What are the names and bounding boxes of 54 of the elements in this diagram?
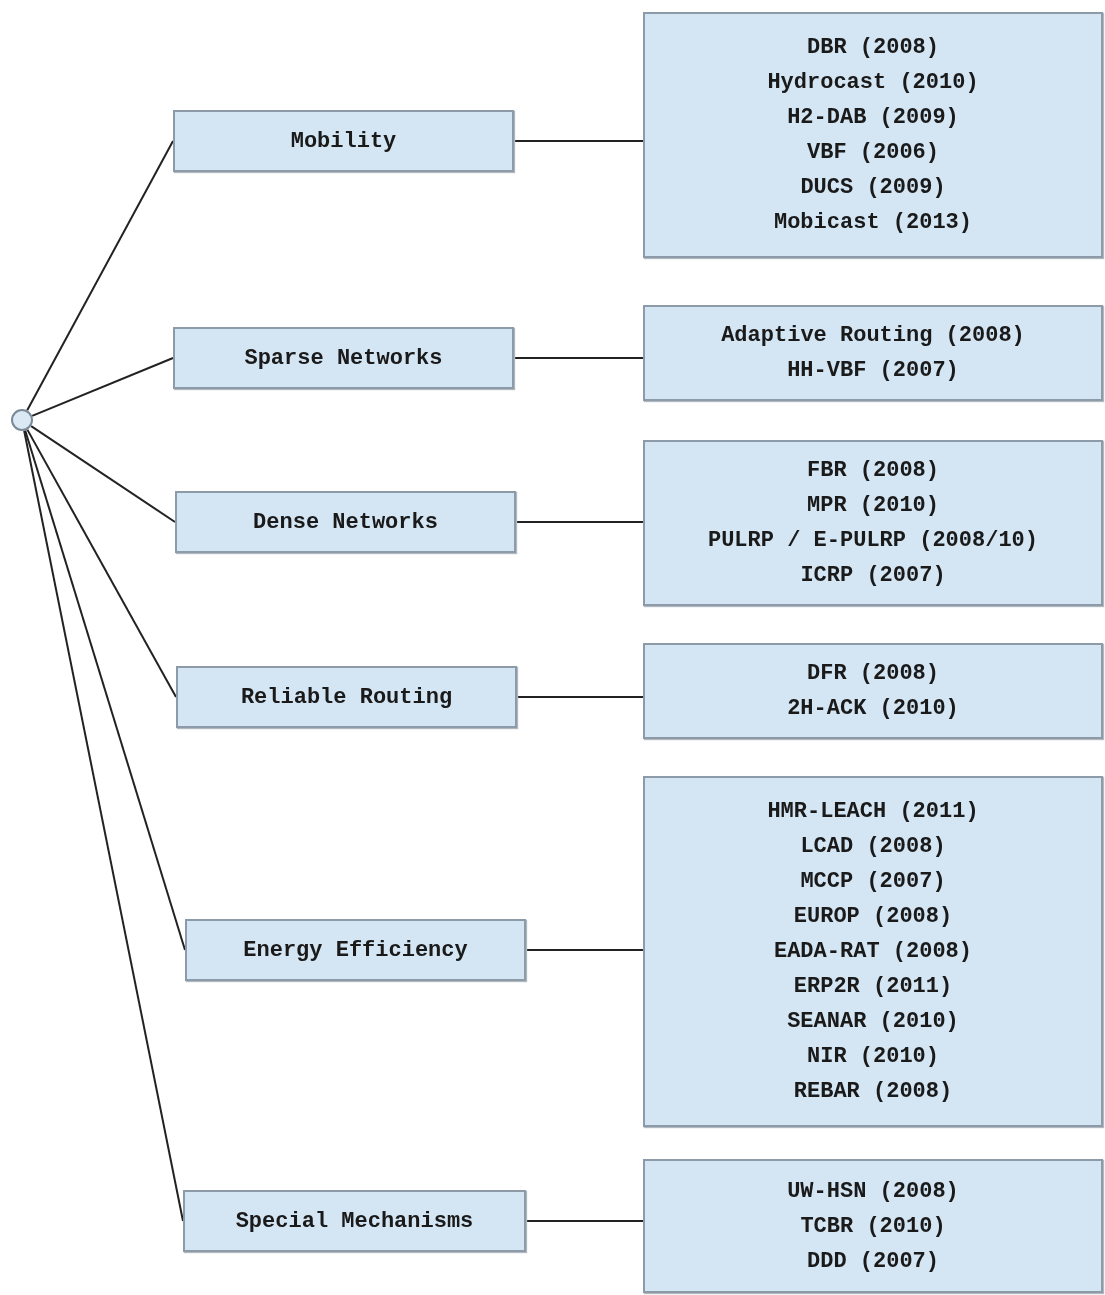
protocol-entry: EADA-RAT (2008) [773,938,972,966]
connector-line [525,949,644,951]
protocol-entry: FBR (2008) [807,457,939,485]
category-box [175,491,516,553]
protocol-entry: ERP2R (2011) [793,973,953,1001]
connector-line [513,140,644,142]
category-box [173,110,514,172]
category-box [183,1190,526,1252]
connector-line [30,425,176,523]
protocol-list-box [643,305,1103,401]
protocol-entry: VBF (2006) [807,139,939,167]
protocol-entry: REBAR (2008) [793,1078,953,1106]
protocol-entry: DFR (2008) [807,660,939,688]
protocol-entry: DBR (2008) [807,34,939,62]
category-label: Energy Efficiency [243,936,468,965]
protocol-entry: PULRP / E-PULRP (2008/10) [707,527,1039,555]
category-label: Sparse Networks [244,344,443,373]
category-box [185,919,526,981]
connector-line [513,357,644,359]
category-label: Special Mechanisms [235,1207,474,1236]
connector-line [24,429,186,951]
category-label: Reliable Routing [240,683,453,712]
protocol-entry: ICRP (2007) [800,562,946,590]
protocol-entry: Mobicast (2013) [773,209,972,237]
protocol-list-box [643,1159,1103,1293]
protocol-entry: MCCP (2007) [800,868,946,896]
protocol-entry: HMR-LEACH (2011) [767,798,979,826]
category-box [176,666,517,728]
connector-line [23,429,184,1222]
protocol-entry: Adaptive Routing (2008) [721,322,1025,350]
protocol-entry: MPR (2010) [807,492,939,520]
protocol-entry: UW-HSN (2008) [787,1177,959,1206]
protocol-list-box [643,12,1103,258]
protocol-entry: 2H-ACK (2010) [787,695,959,723]
protocol-list-box [643,776,1103,1127]
category-label: Mobility [290,127,397,156]
protocol-entry: LCAD (2008) [800,833,946,861]
protocol-entry: EUROP (2008) [793,903,953,931]
protocol-entry: Hydrocast (2010) [767,69,979,97]
protocol-list-box [643,643,1103,739]
protocol-entry: H2-DAB (2009) [787,104,959,132]
protocol-entry: TCBR (2010) [800,1212,946,1241]
protocol-entry: DDD (2007) [807,1247,939,1276]
connector-line [26,140,174,412]
connector-line [516,696,644,698]
connector-line [515,521,644,523]
category-box [173,327,514,389]
protocol-entry: DUCS (2009) [800,174,946,202]
protocol-entry: SEANAR (2010) [787,1008,959,1036]
connector-line [525,1220,644,1222]
protocol-entry: HH-VBF (2007) [787,357,959,385]
protocol-list-box [643,440,1103,606]
protocol-entry: NIR (2010) [807,1043,939,1071]
category-label: Dense Networks [253,508,438,537]
